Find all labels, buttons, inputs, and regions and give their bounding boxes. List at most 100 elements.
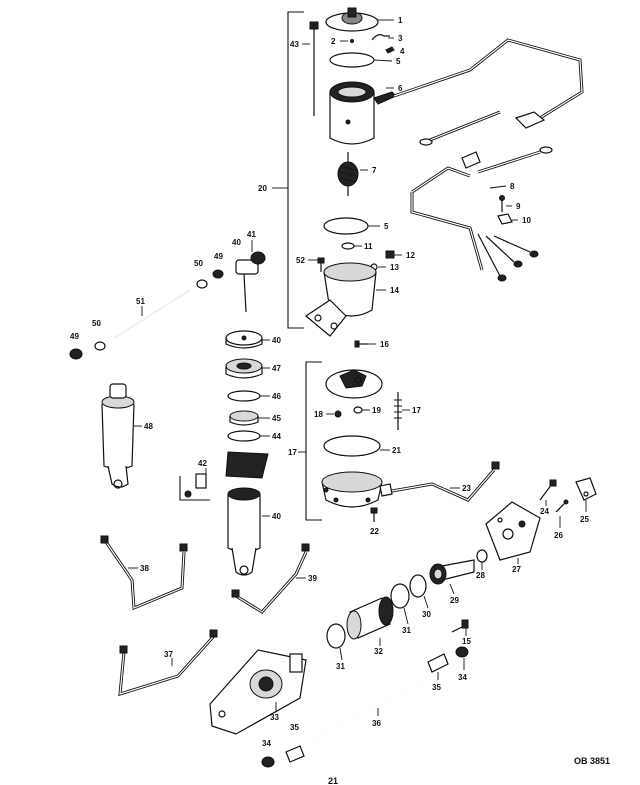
callout-40-top: 40	[232, 238, 241, 247]
callout-5-upper: 5	[396, 57, 401, 66]
part-bracket-25	[575, 477, 597, 512]
callout-1: 1	[398, 16, 403, 25]
part-motor-housing	[329, 81, 397, 145]
wire-harness-top	[393, 38, 584, 146]
part-shock-absorber	[101, 383, 142, 489]
callout-17-right: 17	[412, 406, 421, 415]
callout-14: 14	[390, 286, 399, 295]
part-ring-31-left	[326, 623, 346, 661]
callout-11: 11	[364, 242, 373, 251]
callout-17-left: 17	[288, 448, 297, 457]
callout-49-right: 49	[214, 252, 223, 261]
part-hydraulic-line-23	[379, 461, 500, 502]
part-screw-clamp	[497, 195, 518, 225]
callout-8: 8	[510, 182, 515, 191]
callout-32: 32	[374, 647, 383, 656]
part-stud-24	[539, 479, 557, 506]
part-drain-screw	[370, 507, 378, 522]
part-tilt-bracket	[209, 649, 307, 735]
part-oring-upper	[329, 52, 393, 68]
callout-44: 44	[272, 432, 281, 441]
callout-39: 39	[308, 574, 317, 583]
callout-33: 33	[270, 713, 279, 722]
callout-16: 16	[380, 340, 389, 349]
callout-52: 52	[296, 256, 305, 265]
callout-43: 43	[290, 40, 299, 49]
callout-29: 29	[450, 596, 459, 605]
part-hydraulic-line-39	[231, 543, 310, 614]
callout-45: 45	[272, 414, 281, 423]
callout-50-left: 50	[92, 319, 101, 328]
part-trim-cylinder	[227, 487, 270, 576]
callout-40-mid: 40	[272, 336, 281, 345]
part-fitting-35-bottom	[285, 745, 305, 763]
callout-6: 6	[398, 84, 403, 93]
callout-22: 22	[370, 527, 379, 536]
callout-13: 13	[390, 263, 399, 272]
callout-3: 3	[398, 34, 403, 43]
callout-30: 30	[422, 610, 431, 619]
callout-36: 36	[372, 719, 381, 728]
part-trim-arm	[235, 240, 266, 313]
callout-26: 26	[554, 531, 563, 540]
callout-20: 20	[258, 184, 267, 193]
part-nut-34-right	[455, 646, 469, 670]
callout-9: 9	[516, 202, 521, 211]
part-oring-lower	[323, 217, 380, 235]
part-cap	[325, 7, 394, 32]
part-small-oring	[341, 242, 362, 250]
callout-21: 21	[392, 446, 401, 455]
part-seal-stack	[227, 390, 270, 442]
callout-34-right: 34	[458, 673, 467, 682]
part-hydraulic-line-37	[118, 629, 218, 697]
page-number: 21	[328, 776, 338, 785]
part-piston-29	[429, 559, 475, 595]
callout-18: 18	[314, 410, 323, 419]
callout-labels: 1 2 3 4 5 43 6 7 8 9 10 20 5 11 12 13 52…	[70, 16, 589, 748]
part-screw-52	[308, 257, 325, 272]
part-tie-rod	[113, 289, 191, 339]
part-reservoir-oring	[323, 435, 390, 457]
part-armature	[337, 152, 368, 196]
part-valve-pin	[394, 392, 410, 430]
part-piston-disk	[225, 330, 270, 349]
callout-35-bottom: 35	[290, 723, 299, 732]
part-sleeve	[346, 596, 394, 646]
part-long-shaft	[313, 681, 427, 739]
callout-31-left: 31	[336, 662, 345, 671]
callout-48: 48	[144, 422, 153, 431]
part-nut-34-bottom	[261, 756, 275, 768]
callout-31-right: 31	[402, 626, 411, 635]
group-bracket-20	[272, 11, 304, 329]
part-pump-base	[304, 262, 386, 337]
part-fitting-15	[451, 619, 469, 636]
callout-28: 28	[476, 571, 485, 580]
part-bolt-16	[354, 340, 376, 348]
callout-40-bottom: 40	[272, 512, 281, 521]
part-wire-harness	[410, 146, 553, 282]
part-long-bolt	[302, 21, 319, 116]
part-washer-50	[94, 279, 208, 351]
callout-12: 12	[406, 251, 415, 260]
part-screw-26	[555, 499, 569, 528]
callout-46: 46	[272, 392, 281, 401]
callout-5-lower: 5	[384, 222, 389, 231]
part-rings-30-31	[390, 574, 429, 625]
group-bracket-17	[298, 361, 322, 521]
figure-code: OB 3851	[574, 756, 610, 766]
callout-27: 27	[512, 565, 521, 574]
callout-35-right: 35	[432, 683, 441, 692]
callout-10: 10	[522, 216, 531, 225]
part-reservoir-body	[321, 471, 383, 508]
callout-24: 24	[540, 507, 549, 516]
part-fitting-35-right	[427, 653, 449, 680]
part-reservoir-cover	[325, 369, 383, 399]
callout-15: 15	[462, 637, 471, 646]
callout-34-bottom: 34	[262, 739, 271, 748]
callout-7: 7	[372, 166, 377, 175]
part-piston-47	[225, 358, 270, 379]
part-hydraulic-line-38	[100, 535, 188, 611]
callout-4: 4	[400, 47, 405, 56]
callout-37: 37	[164, 650, 173, 659]
